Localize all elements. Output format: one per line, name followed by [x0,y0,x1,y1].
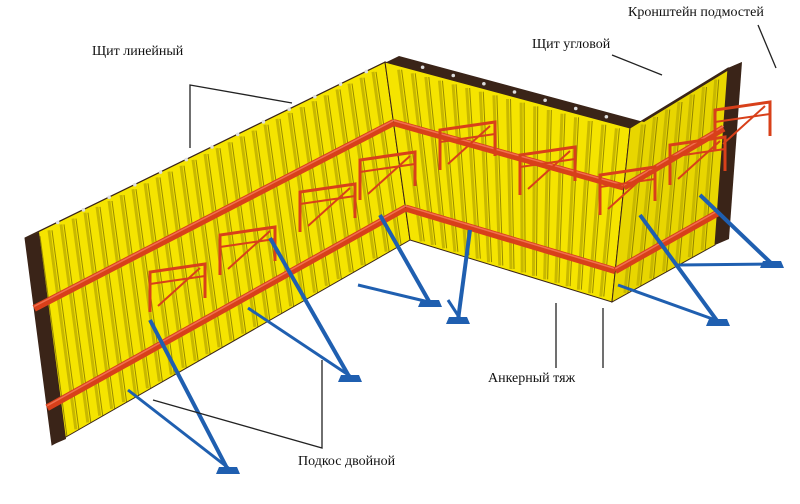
scaffold-bracket-diagonal [677,140,721,180]
edge-bolt [184,157,189,162]
edge-bolt [235,132,240,137]
callout-line-linear [189,84,293,148]
edge-bolt [512,90,517,94]
double-brace-lower [677,262,776,267]
waler-beam-highlight [46,205,406,407]
edge-bolt [107,195,111,200]
scaffold-bracket-diagonal [367,155,411,195]
edge-bolt [158,170,163,174]
edge-bolt [287,107,291,112]
double-brace [148,319,230,471]
edge-bolt [451,73,456,78]
double-brace [698,193,774,266]
double-brace-lower [247,306,354,380]
panel-end-edge [25,232,66,445]
scaffold-bracket [713,100,772,150]
edge-bolt [338,82,343,86]
scaffold-bracket [438,120,497,170]
scaffold-bracket [148,262,207,312]
edge-bolt [420,65,425,70]
double-brace-foot [760,261,784,268]
scaffold-bracket-rail [714,113,771,123]
double-brace [268,237,352,379]
scaffold-bracket-rail [299,195,356,205]
edge-bolt [81,208,86,212]
scaffold-bracket [598,165,657,215]
waler-beam [622,125,726,191]
label-double-brace: Подкос двойной [298,454,396,469]
edge-bolt [210,145,214,149]
waler-beam [404,204,617,275]
callout-line-corner [611,54,663,76]
scaffold-bracket-rail [669,148,726,158]
scaffold-bracket-diagonal [307,187,351,227]
scaffold-bracket [518,145,577,195]
scaffold-bracket-diagonal [527,150,571,190]
edge-bolt [604,114,609,119]
double-brace-foot [338,375,362,382]
double-brace [638,213,720,324]
scaffold-bracket-diagonal [607,170,651,210]
panel-top-edge [25,56,742,238]
double-brace [456,229,472,321]
waler-beam-highlight [405,205,616,270]
edge-bolt [133,182,137,187]
scaffold-bracket [358,150,417,200]
edge-bolt [55,220,60,225]
label-corner-panel: Щит угловой [532,37,611,52]
label-anchor-tie: Анкерный тяж [488,371,576,386]
double-brace-foot [706,319,730,326]
edge-bolt [543,98,547,103]
callout-line-brace [152,360,323,449]
edge-bolt [261,120,266,124]
waler-beam [613,210,720,274]
waler-beam-highlight [393,119,625,186]
double-brace-lower [446,299,463,321]
scaffold-bracket-rail [519,158,576,168]
scaffold-bracket-diagonal [157,267,201,307]
double-brace [378,214,432,304]
double-brace-foot [446,317,470,324]
scaffold-bracket-diagonal [722,105,766,145]
edge-bolt [364,69,369,74]
double-brace-foot [418,300,442,307]
label-scaffold-bracket: Кронштейн подмостей [628,5,764,20]
label-linear-panel: Щит линейный [92,44,184,59]
scaffold-bracket-rail [219,238,276,248]
waler-beam-highlight [33,119,394,308]
double-brace-lower [617,283,722,324]
callout-line-bracket [757,24,777,69]
scaffold-bracket-diagonal [227,230,271,270]
scaffold-bracket-diagonal [447,125,491,165]
scaffold-bracket-rail [439,133,496,143]
double-brace-lower [127,388,232,472]
edge-bolt [482,81,486,86]
waler-beam-highlight [614,210,718,270]
waler-beam [45,204,408,411]
edge-bolt [573,106,578,111]
scaffold-bracket [298,182,357,232]
waler-beam [392,119,625,191]
scaffold-bracket-rail [359,163,416,173]
waler-beam [32,119,396,312]
double-brace-lower [357,283,434,305]
scaffold-bracket-rail [149,275,206,285]
scaffold-bracket-rail [599,178,656,188]
edge-bolt [313,94,317,99]
double-brace-foot [216,467,240,474]
scaffold-bracket [668,135,727,185]
panel-rib [531,106,537,276]
